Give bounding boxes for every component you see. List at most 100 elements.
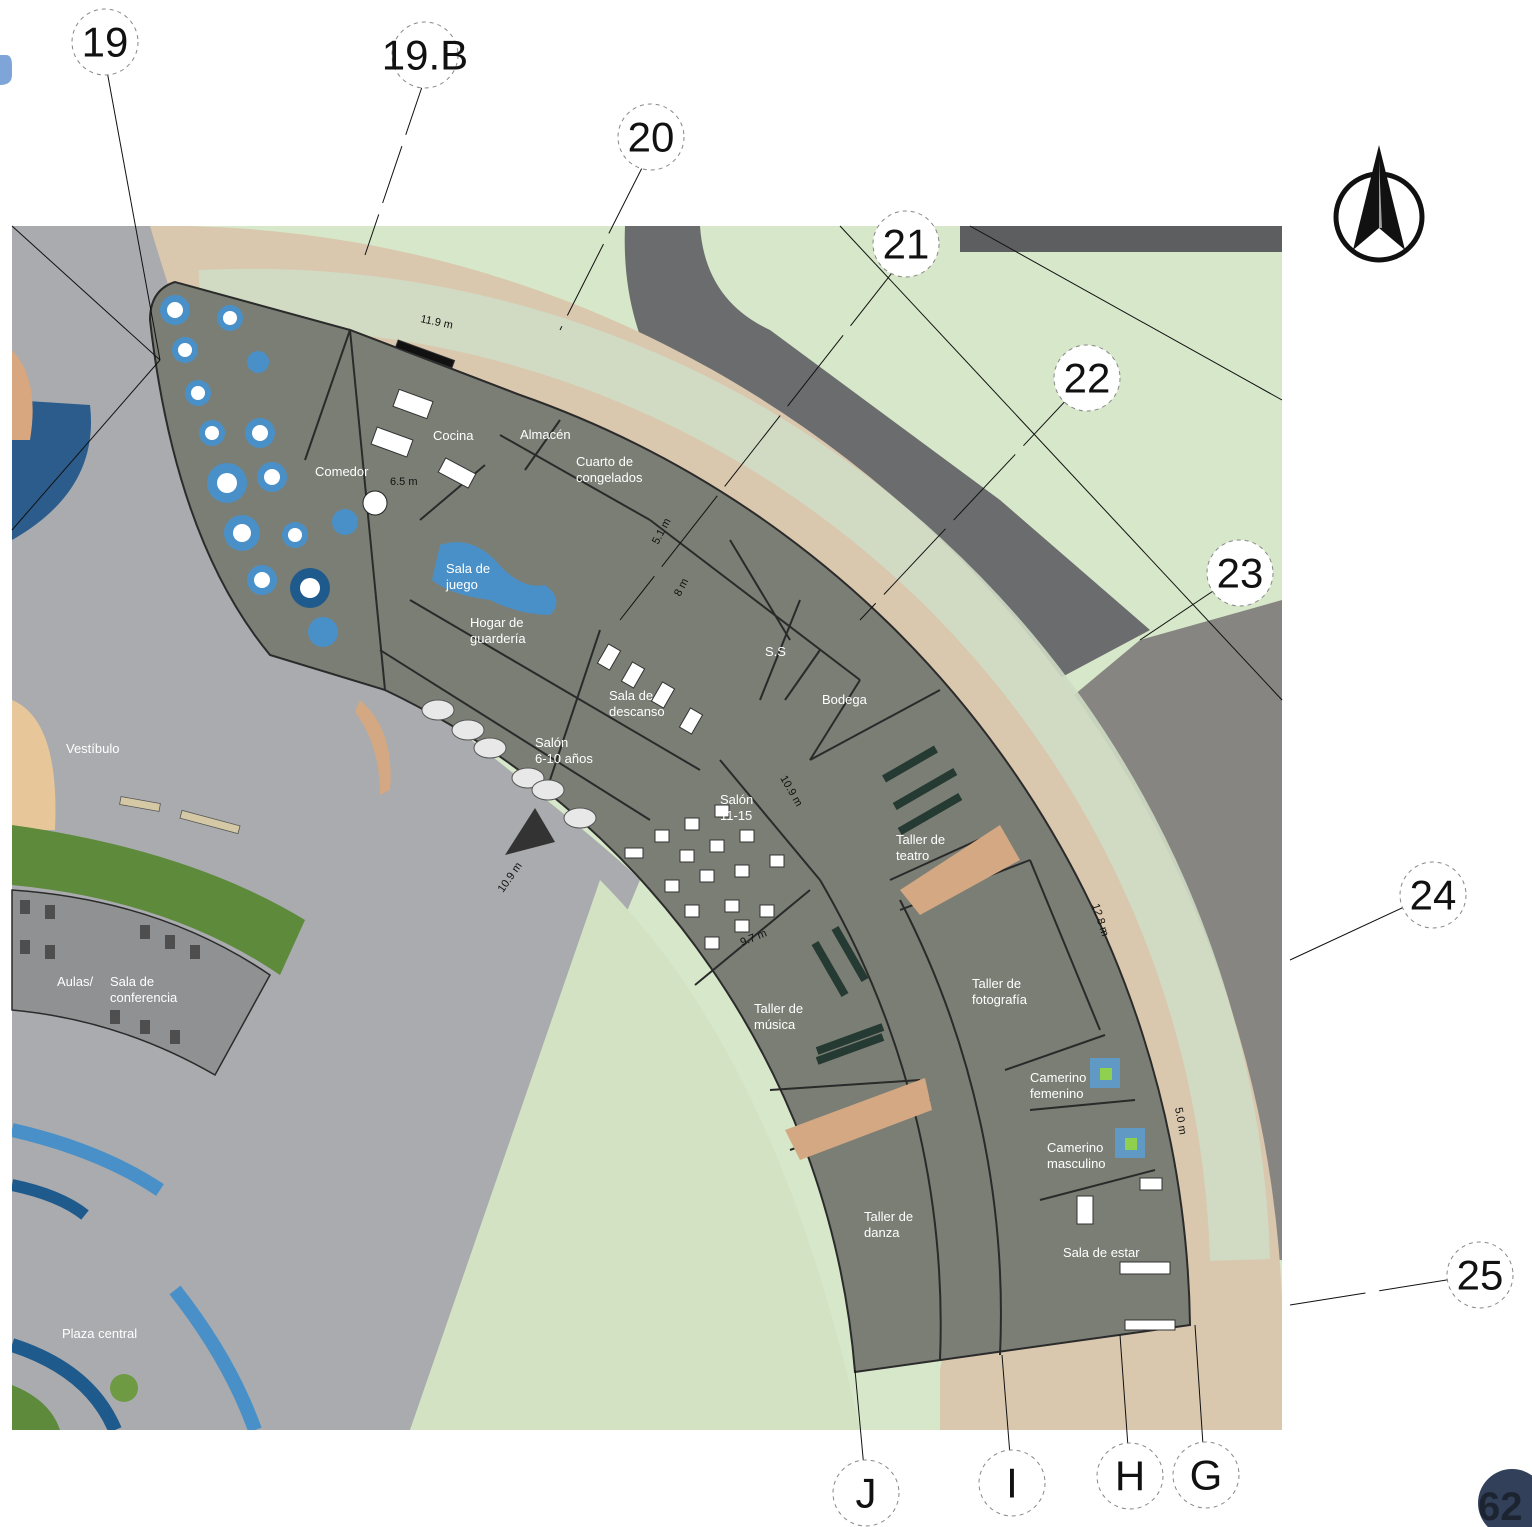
label-taller-teatro-1: Taller de [896, 832, 945, 847]
inner-grass [198, 268, 1270, 1261]
label-cuarto-congelados-2: congelados [576, 470, 643, 485]
grid-bubble-21: 21 [872, 210, 940, 278]
green-arc [12, 1385, 60, 1430]
plaza-tree [110, 1374, 138, 1402]
camerino-fixtures [1090, 1058, 1145, 1158]
wood-strip-2 [785, 1078, 932, 1160]
grid-bubble-19: 19 [71, 8, 139, 76]
blue-arc-2 [12, 1179, 89, 1220]
page-number: 62 [1478, 1485, 1523, 1527]
label-salon-11-15-1: Salón [720, 792, 753, 807]
svg-text:21: 21 [883, 221, 930, 268]
page-number-badge: 62 [1478, 1469, 1532, 1527]
grid-bubble-23: 23 [1206, 539, 1274, 607]
label-hogar-guarderia-1: Hogar de [470, 615, 523, 630]
plaza-area [12, 226, 640, 1430]
blue-arc-4 [12, 1338, 122, 1430]
grid-bubble-g: G [1172, 1441, 1240, 1509]
edge-tab [0, 55, 12, 85]
label-camerino-femenino-1: Camerino [1030, 1070, 1086, 1085]
aulas-block [11, 889, 271, 1077]
stairs-icon [505, 808, 555, 855]
label-bodega: Bodega [822, 692, 868, 707]
label-sala-descanso-1: Sala de [609, 688, 653, 703]
grid-bubble-20: 20 [617, 103, 685, 171]
salmon-circle [12, 350, 33, 440]
grid-bubble-25: 25 [1446, 1241, 1514, 1309]
label-taller-fotografia-1: Taller de [972, 976, 1021, 991]
grid-bubble-19b: 19.B [382, 21, 468, 89]
label-cuarto-congelados-1: Cuarto de [576, 454, 633, 469]
wood-strip-1 [900, 825, 1020, 915]
lounge-sofas [1076, 1177, 1176, 1331]
label-camerino-masculino-1: Camerino [1047, 1140, 1103, 1155]
label-hogar-guarderia-2: guardería [470, 631, 526, 646]
grid-bubble-j: J [832, 1459, 900, 1527]
dining-tables [160, 295, 388, 647]
rest-beds [596, 643, 704, 735]
grid-bubble-h: H [1096, 1442, 1164, 1510]
plaza-water [12, 400, 92, 540]
sala-juego-pool [432, 542, 557, 615]
dim-6-5: 6.5 m [390, 476, 418, 488]
service-road [624, 226, 1150, 710]
svg-text:24: 24 [1410, 872, 1457, 919]
label-sala-conferencia-1: Sala de [110, 974, 154, 989]
dim-5-0: 5.0 m [1172, 1106, 1189, 1135]
building [11, 280, 1192, 1374]
north-arrow-icon [1333, 145, 1425, 263]
svg-text:J: J [856, 1470, 877, 1517]
classroom-desks [624, 804, 785, 950]
salon-chairs [421, 699, 597, 829]
seating-rows [811, 745, 963, 1065]
svg-text:22: 22 [1064, 355, 1111, 402]
grid-bubbles: 19 19.B 20 21 22 23 24 25 [71, 8, 1514, 1527]
label-almacen: Almacén [520, 427, 571, 442]
label-taller-musica-2: música [754, 1017, 796, 1032]
label-sala-juego-1: Sala de [446, 561, 490, 576]
svg-text:20: 20 [628, 114, 675, 161]
vestibulo-benches [119, 796, 241, 835]
svg-text:19: 19 [82, 19, 129, 66]
label-plaza-central: Plaza central [62, 1326, 137, 1341]
grid-bubble-24: 24 [1399, 861, 1467, 929]
svg-text:H: H [1115, 1453, 1145, 1500]
svg-text:G: G [1190, 1452, 1223, 1499]
room-labels: Comedor Cocina Almacén Cuarto de congela… [57, 427, 1140, 1341]
label-sala-conferencia-2: conferencia [110, 990, 178, 1005]
aulas-chairs [20, 900, 200, 1044]
label-sala-descanso-2: descanso [609, 704, 665, 719]
svg-text:I: I [1006, 1460, 1018, 1507]
label-cocina: Cocina [433, 428, 474, 443]
label-salon-11-15-2: 11-15 [720, 808, 752, 823]
label-taller-fotografia-2: fotografía [972, 992, 1028, 1007]
grid-bubble-i: I [978, 1449, 1046, 1517]
label-vestibulo: Vestíbulo [66, 741, 120, 756]
label-salon-6-10-2: 6-10 años [535, 751, 593, 766]
svg-text:23: 23 [1217, 550, 1264, 597]
label-aulas: Aulas/ [57, 974, 94, 989]
label-camerino-masculino-2: masculino [1047, 1156, 1106, 1171]
vestibulo-wood [12, 700, 56, 830]
label-sala-juego-2: juego [445, 577, 478, 592]
label-camerino-femenino-2: femenino [1030, 1086, 1083, 1101]
svg-text:19.B: 19.B [382, 32, 468, 79]
label-sala-estar: Sala de estar [1063, 1245, 1140, 1260]
label-taller-danza-2: danza [864, 1225, 900, 1240]
grid-bubble-22: 22 [1053, 344, 1121, 412]
svg-text:25: 25 [1457, 1252, 1504, 1299]
blue-arc-3 [169, 1285, 262, 1430]
curved-wing [348, 328, 1192, 1374]
courtyard-grass [410, 880, 860, 1430]
kitchen-fixtures [370, 339, 477, 489]
label-taller-musica-1: Taller de [754, 1001, 803, 1016]
label-taller-teatro-2: teatro [896, 848, 929, 863]
green-band [12, 825, 305, 975]
label-taller-danza-1: Taller de [864, 1209, 913, 1224]
label-comedor: Comedor [315, 464, 369, 479]
blue-arc-1 [12, 1123, 164, 1196]
label-ss: S.S [765, 644, 786, 659]
label-salon-6-10-1: Salón [535, 735, 568, 750]
wood-curve [355, 700, 391, 795]
